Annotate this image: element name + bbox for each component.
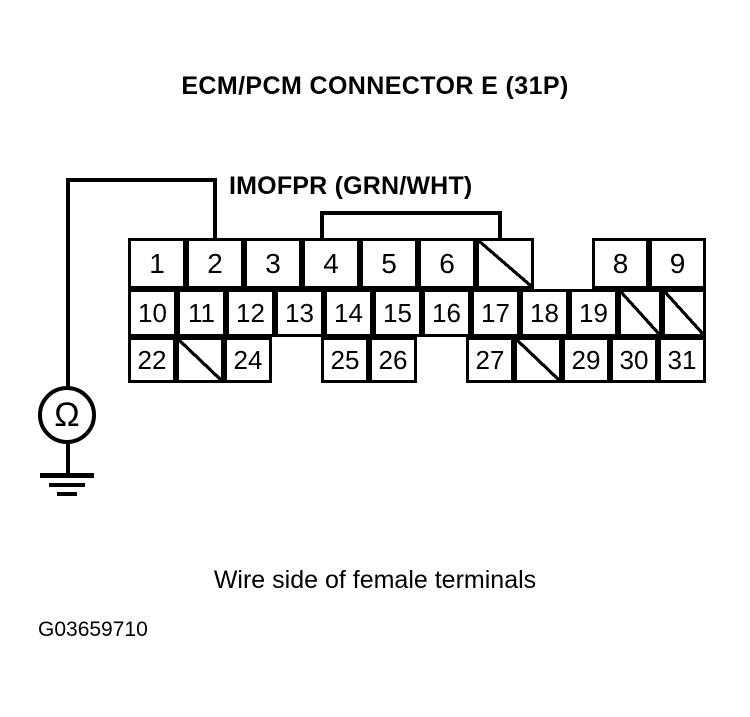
pin-cell-11[interactable]: 11 (177, 289, 226, 337)
blank-cavity-row3-a (176, 337, 224, 383)
pin-cell-3[interactable]: 3 (244, 238, 302, 289)
pin-cell-12[interactable]: 12 (226, 289, 275, 337)
imofpr-bracket-right-tick (498, 211, 502, 240)
test-lead-vertical-left (66, 178, 70, 389)
pin-cell-10[interactable]: 10 (128, 289, 177, 337)
blank-cavity-row2-b (662, 289, 706, 337)
figure-caption: Wire side of female terminals (213, 566, 537, 594)
pin-cell-24[interactable]: 24 (224, 337, 272, 383)
pin-cell-26[interactable]: 26 (369, 337, 417, 383)
blank-cavity-row2-a (618, 289, 662, 337)
pin-cell-16[interactable]: 16 (422, 289, 471, 337)
imofpr-bracket-left-tick (320, 211, 324, 240)
pin-cell-8[interactable]: 8 (592, 238, 649, 289)
ohmmeter-symbol: Ω (38, 386, 96, 444)
diagram-title: ECM/PCM CONNECTOR E (31P) (181, 72, 569, 100)
pin-cell-18[interactable]: 18 (520, 289, 569, 337)
pin-cell-19[interactable]: 19 (569, 289, 618, 337)
pin-cell-14[interactable]: 14 (324, 289, 373, 337)
pin-cell-15[interactable]: 15 (373, 289, 422, 337)
pin-cell-17[interactable]: 17 (471, 289, 520, 337)
pin-cell-29[interactable]: 29 (562, 337, 610, 383)
pin-cell-31[interactable]: 31 (658, 337, 706, 383)
ground-bar-3 (57, 492, 77, 496)
pin-cell-22[interactable]: 22 (128, 337, 176, 383)
ground-bar-2 (49, 483, 85, 487)
test-lead-horizontal (66, 178, 217, 182)
pin-cell-27[interactable]: 27 (466, 337, 514, 383)
figure-code: G03659710 (38, 618, 148, 641)
pin-cell-4[interactable]: 4 (302, 238, 360, 289)
wire-circuit-label: IMOFPR (GRN/WHT) (229, 172, 473, 200)
imofpr-bracket-span (320, 211, 502, 215)
pin-cell-30[interactable]: 30 (610, 337, 658, 383)
test-lead-vertical-right (213, 178, 217, 240)
ground-lead-line (66, 443, 70, 476)
pin-cell-6[interactable]: 6 (418, 238, 476, 289)
pin-cell-9[interactable]: 9 (649, 238, 706, 289)
pin-cell-5[interactable]: 5 (360, 238, 418, 289)
blank-cavity-row1 (476, 238, 534, 289)
pin-cell-2[interactable]: 2 (186, 238, 244, 289)
blank-cavity-row3-b (514, 337, 562, 383)
pin-cell-1[interactable]: 1 (128, 238, 186, 289)
pin-cell-13[interactable]: 13 (275, 289, 324, 337)
ground-bar-1 (40, 473, 94, 478)
pin-cell-25[interactable]: 25 (321, 337, 369, 383)
